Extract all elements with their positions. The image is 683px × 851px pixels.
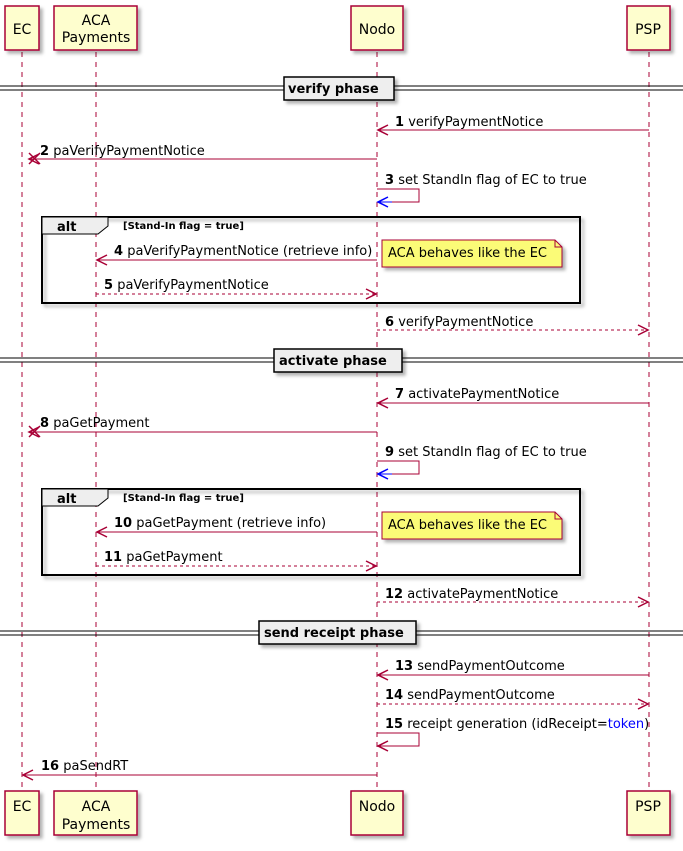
message-label: 9 set StandIn flag of EC to true — [385, 445, 587, 460]
alt-keyword: alt — [57, 492, 76, 507]
participant-label: Nodo — [359, 22, 396, 38]
participant-label: ACA — [82, 13, 111, 29]
participant-ec-top: EC — [4, 5, 40, 51]
message-2: 2 paVerifyPaymentNotice — [27, 144, 377, 165]
message-8: 8 paGetPayment — [27, 416, 377, 438]
message-label: 5 paVerifyPaymentNotice — [104, 278, 269, 293]
message-4: 4 paVerifyPaymentNotice (retrieve info) — [95, 244, 377, 266]
participants-bottom: EC ACA Payments Nodo PSP — [4, 790, 671, 836]
participant-label: ACA — [82, 799, 111, 815]
participant-nodo-top: Nodo — [350, 5, 404, 51]
message-label: 10 paGetPayment (retrieve info) — [114, 516, 326, 531]
message-9: 9 set StandIn flag of EC to true — [376, 445, 587, 480]
message-7: 7 activatePaymentNotice — [376, 387, 649, 409]
message-6: 6 verifyPaymentNotice — [377, 315, 650, 336]
message-12: 12 activatePaymentNotice — [377, 587, 650, 608]
alt-frame-1: alt [Stand-In flag = true] — [41, 216, 581, 304]
participant-ec-bottom: EC — [4, 790, 40, 836]
alt-frame-2: alt [Stand-In flag = true] — [41, 488, 581, 576]
note-text: ACA behaves like the EC — [388, 518, 547, 533]
participant-label: Payments — [62, 817, 131, 833]
phase-label: send receipt phase — [264, 626, 404, 641]
participant-aca-top: ACA Payments — [53, 5, 138, 51]
message-label: 8 paGetPayment — [40, 416, 150, 431]
messages: 1 verifyPaymentNotice 2 paVerifyPaymentN… — [21, 115, 650, 781]
phase-separator-verify: verify phase — [0, 76, 683, 101]
participant-label: EC — [13, 799, 32, 815]
message-3: 3 set StandIn flag of EC to true — [376, 173, 587, 208]
participant-label: Payments — [62, 30, 131, 46]
message-label: 2 paVerifyPaymentNotice — [40, 144, 205, 159]
phase-label: verify phase — [288, 82, 379, 97]
phase-label: activate phase — [279, 354, 387, 369]
participant-label: PSP — [635, 799, 661, 815]
message-label: 13 sendPaymentOutcome — [395, 659, 565, 674]
message-label: 11 paGetPayment — [104, 550, 223, 565]
participant-label: EC — [13, 22, 32, 38]
alt-keyword: alt — [57, 220, 76, 235]
message-label: 12 activatePaymentNotice — [385, 587, 558, 602]
participant-psp-top: PSP — [626, 5, 671, 51]
participant-psp-bottom: PSP — [626, 790, 671, 836]
message-label: 4 paVerifyPaymentNotice (retrieve info) — [114, 244, 372, 259]
message-10: 10 paGetPayment (retrieve info) — [95, 516, 377, 538]
message-label: 6 verifyPaymentNotice — [385, 315, 533, 330]
destroy-icon — [28, 152, 41, 165]
message-label: 7 activatePaymentNotice — [395, 387, 559, 402]
phase-separator-send-receipt: send receipt phase — [0, 620, 683, 645]
message-13: 13 sendPaymentOutcome — [376, 659, 649, 681]
note-text: ACA behaves like the EC — [388, 246, 547, 261]
message-label: 1 verifyPaymentNotice — [395, 115, 543, 130]
message-15: 15 receipt generation (idReceipt=token) — [376, 717, 649, 752]
lifelines — [21, 52, 650, 791]
participant-nodo-bottom: Nodo — [350, 790, 404, 836]
message-5: 5 paVerifyPaymentNotice — [96, 278, 378, 300]
message-14: 14 sendPaymentOutcome — [377, 688, 650, 710]
participant-aca-bottom: ACA Payments — [53, 790, 138, 836]
message-label: 3 set StandIn flag of EC to true — [385, 173, 587, 188]
message-11: 11 paGetPayment — [96, 550, 378, 572]
participant-label: Nodo — [359, 799, 396, 815]
participants-top: EC ACA Payments Nodo PSP — [4, 5, 671, 51]
participant-label: PSP — [635, 22, 661, 38]
note-1: ACA behaves like the EC — [381, 239, 563, 268]
note-2: ACA behaves like the EC — [381, 511, 563, 540]
message-label: 16 paSendRT — [41, 759, 128, 774]
alt-guard: [Stand-In flag = true] — [123, 221, 244, 232]
message-label: 15 receipt generation (idReceipt=token) — [385, 717, 649, 732]
destroy-icon — [28, 425, 41, 438]
message-1: 1 verifyPaymentNotice — [376, 115, 649, 136]
message-label: 14 sendPaymentOutcome — [385, 688, 555, 703]
alt-guard: [Stand-In flag = true] — [123, 493, 244, 504]
phase-separator-activate: activate phase — [0, 348, 683, 373]
message-16: 16 paSendRT — [21, 759, 377, 781]
